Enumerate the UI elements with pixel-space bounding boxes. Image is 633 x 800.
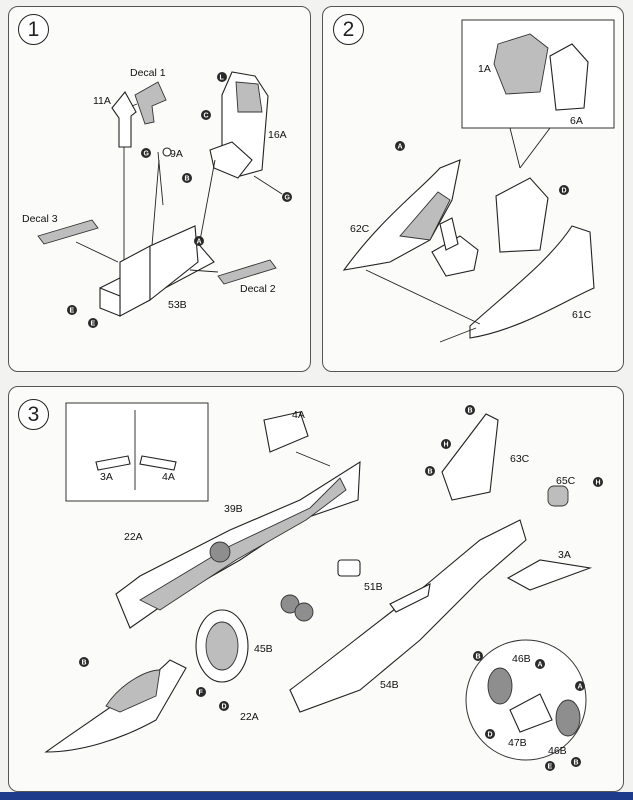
part-63c-label: 63C	[510, 453, 530, 465]
part-11a-label: 11A	[93, 95, 111, 107]
inset-part-4a	[139, 455, 177, 471]
part-22a-top-label: 22A	[124, 531, 143, 543]
part-16a-label: 16A	[268, 129, 287, 141]
part-6a-shape	[549, 43, 589, 111]
part-47b-strut	[509, 693, 553, 733]
part-1a-shape	[493, 33, 549, 95]
marker-d: D	[562, 188, 567, 195]
marker-d-2: D	[488, 732, 493, 739]
marker-b-1: B	[468, 408, 473, 415]
step1-drawing: Decal 1 11A 9A 16A 53B Decal 3 Decal 2 L…	[22, 67, 292, 328]
part-65c-label: 65C	[556, 475, 576, 487]
wheel-hub	[205, 621, 239, 671]
page-bottom-bar	[0, 792, 633, 800]
inset-4a-label: 4A	[162, 471, 175, 483]
decal-1-piece	[134, 81, 167, 125]
decal-2-label: Decal 2	[240, 283, 276, 295]
nose-wheel-2	[294, 602, 314, 622]
seat-in-fuselage	[439, 217, 459, 251]
part-22a-bottom-label: 22A	[240, 711, 259, 723]
part-62c-inner	[399, 191, 451, 241]
tub-front	[99, 287, 121, 317]
marker-f: F	[199, 690, 204, 697]
part-45b-label: 45B	[254, 643, 273, 655]
step3-markers: B H B H B F D B A D E B A	[79, 405, 603, 771]
marker-a-2: A	[578, 684, 583, 691]
marker-a: A	[197, 239, 202, 246]
part-11a-shape	[111, 91, 137, 148]
step3-inset	[65, 402, 209, 502]
part-62c-label: 62C	[350, 223, 370, 235]
engine-face	[209, 541, 231, 563]
wheel-46b-right	[555, 699, 581, 737]
part-39b-label: 39B	[224, 503, 243, 515]
part-4a-label: 4A	[292, 409, 305, 421]
marker-c: C	[204, 113, 209, 120]
step-number-2: 2	[333, 14, 364, 45]
part-54b-label: 54B	[380, 679, 399, 691]
part-53b-label: 53B	[168, 299, 187, 311]
part-65c-exhaust	[547, 485, 569, 507]
step-number-3: 3	[18, 399, 49, 430]
marker-b-3: B	[82, 660, 87, 667]
step-number-1: 1	[18, 14, 49, 45]
marker-e-1: E	[70, 308, 75, 315]
step1-markers: L C G B A E E G	[67, 72, 292, 328]
marker-g-1: G	[144, 151, 150, 158]
marker-a-1: A	[538, 662, 543, 669]
marker-b-2: B	[428, 469, 433, 476]
seat-base	[209, 141, 253, 179]
part-53b-tub-side	[119, 245, 151, 317]
wheel-46b-left	[487, 667, 513, 705]
marker-l: L	[220, 75, 225, 82]
part-39b-interior	[139, 477, 347, 611]
marker-b: B	[185, 176, 190, 183]
part-3a-wing	[506, 559, 593, 591]
part-61c-shape	[469, 225, 595, 339]
decal-3-label: Decal 3	[22, 213, 58, 225]
part-d-panel	[495, 177, 549, 253]
part-51b-label: 51B	[364, 581, 383, 593]
part-9a-knob	[162, 147, 172, 157]
marker-e-2: E	[91, 321, 96, 328]
part-4a-stabilizer	[263, 411, 309, 453]
marker-g-2: G	[285, 195, 291, 202]
step-1-panel	[8, 6, 311, 372]
part-46b-left-label: 46B	[512, 653, 531, 665]
marker-d-1: D	[222, 704, 227, 711]
part-61c-label: 61C	[572, 309, 592, 321]
part-63c-fin	[441, 413, 499, 501]
part-9a-label: 9A	[170, 148, 183, 160]
part-6a-label: 6A	[570, 115, 583, 127]
part-51b-shape	[337, 559, 361, 577]
seat-cushion	[235, 81, 263, 113]
wing-root	[389, 583, 431, 613]
marker-h-1: H	[444, 442, 449, 449]
marker-b-4: B	[476, 654, 481, 661]
marker-e: E	[548, 764, 553, 771]
decal-3-piece	[37, 219, 99, 245]
marker-b-5: B	[574, 760, 579, 767]
decal-1-label: Decal 1	[130, 67, 166, 79]
inset-3a-label: 3A	[100, 471, 113, 483]
step3-drawing: 3A 4A 4A 39B 22A 51B 63C 65C 54B 3A	[44, 402, 603, 771]
part-53b-tub-panel	[149, 225, 199, 302]
step2-drawing: 1A 6A 62C 61C A D	[342, 19, 615, 343]
part-1a-label: 1A	[478, 63, 491, 75]
decal-2-piece	[217, 259, 277, 285]
part-47b-label: 47B	[508, 737, 527, 749]
inset-part-3a	[95, 455, 131, 471]
canopy	[105, 669, 161, 713]
marker-h-2: H	[596, 480, 601, 487]
part-62c-shape	[342, 159, 461, 271]
part-3a-label: 3A	[558, 549, 571, 561]
part-46b-right-label: 46B	[548, 745, 567, 757]
marker-a: A	[398, 144, 403, 151]
